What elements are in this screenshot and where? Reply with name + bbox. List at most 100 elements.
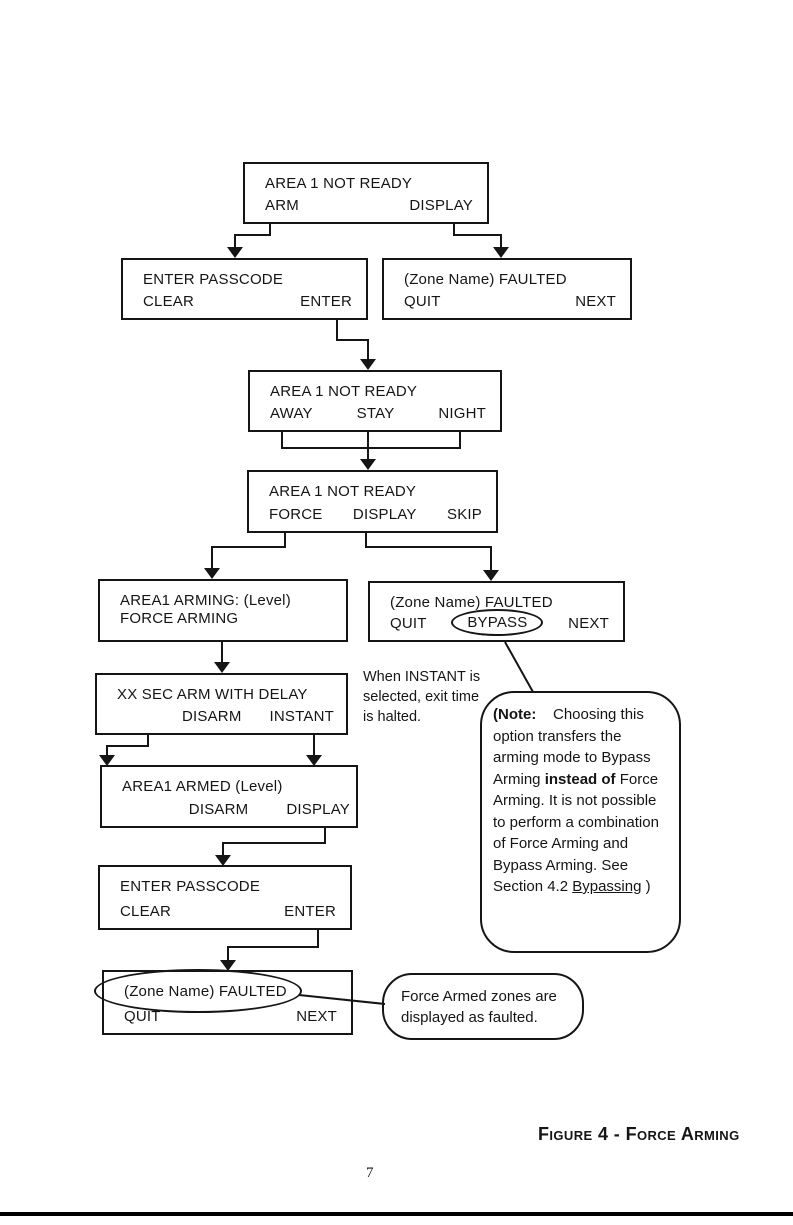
note-label: (Note: — [493, 706, 537, 723]
softkey-row: QUIT NEXT — [124, 1008, 337, 1025]
arrow-down-icon — [360, 359, 376, 370]
softkey-row: QUIT BYPASS NEXT — [390, 609, 609, 636]
softkey-disarm: DISARM — [188, 801, 249, 818]
flow-line — [221, 642, 223, 664]
softkey-force: FORCE — [269, 506, 323, 523]
softkey-row: FORCE DISPLAY SKIP — [269, 506, 482, 523]
arrow-down-icon — [227, 247, 243, 258]
softkey-row: QUIT NEXT — [404, 293, 616, 310]
note-text-2: Force Arming. It is not possible to perf… — [493, 770, 659, 896]
flow-line — [365, 533, 367, 548]
page-bottom-rule — [0, 1212, 793, 1216]
softkey-away: AWAY — [270, 405, 313, 422]
flow-line — [222, 842, 224, 857]
softkey-row: CLEAR ENTER — [143, 293, 352, 310]
lcd-line2: FORCE ARMING — [120, 610, 239, 627]
flow-line — [222, 842, 326, 844]
softkey-enter: ENTER — [284, 903, 336, 920]
flow-line — [324, 828, 326, 844]
flow-line — [367, 339, 369, 361]
display-box-area1-not-ready-force: AREA 1 NOT READY FORCE DISPLAY SKIP — [247, 470, 498, 533]
display-box-zone-faulted-1: (Zone Name) FAULTED QUIT NEXT — [382, 258, 632, 320]
display-box-enter-passcode-1: ENTER PASSCODE CLEAR ENTER — [121, 258, 368, 320]
softkey-night: NIGHT — [438, 405, 486, 422]
arrow-down-icon — [306, 755, 322, 766]
softkey-display: DISPLAY — [352, 506, 417, 523]
leader-line-bypass-to-note — [504, 641, 534, 693]
display-box-area1-armed: AREA1 ARMED (Level) DISARM DISPLAY — [100, 765, 358, 828]
softkey-clear: CLEAR — [143, 293, 195, 310]
softkey-row: DISARM DISPLAY — [122, 801, 350, 818]
bypass-note-bubble: (Note: Choosing this option transfers th… — [480, 691, 681, 953]
softkey-quit: QUIT — [390, 615, 427, 632]
display-box-enter-passcode-2: ENTER PASSCODE CLEAR ENTER — [98, 865, 352, 930]
softkey-display: DISPLAY — [286, 801, 350, 818]
flow-line — [284, 533, 286, 548]
lcd-line: AREA1 ARMED (Level) — [122, 778, 283, 795]
lcd-line: AREA1 ARMING: (Level) — [120, 592, 291, 609]
softkey-row: CLEAR ENTER — [120, 903, 336, 920]
softkey-next: NEXT — [296, 1008, 337, 1025]
softkey-row: AWAY STAY NIGHT — [270, 405, 486, 422]
flow-line — [317, 930, 319, 948]
lcd-line: (Zone Name) FAULTED — [404, 271, 567, 288]
softkey-quit: QUIT — [124, 1008, 161, 1025]
softkey-next: NEXT — [575, 293, 616, 310]
flow-line — [227, 946, 229, 962]
lcd-line: ENTER PASSCODE — [143, 271, 284, 288]
softkey-stay: STAY — [356, 405, 395, 422]
lcd-line: XX SEC ARM WITH DELAY — [117, 686, 308, 703]
flow-line — [106, 745, 108, 757]
softkey-enter: ENTER — [300, 293, 352, 310]
flow-line — [336, 339, 369, 341]
flow-line — [453, 224, 455, 236]
flow-line — [281, 447, 461, 449]
display-box-arm-with-delay: XX SEC ARM WITH DELAY DISARM INSTANT — [95, 673, 348, 735]
softkey-clear: CLEAR — [120, 903, 172, 920]
display-box-area1-arming: AREA1 ARMING: (Level) FORCE ARMING — [98, 579, 348, 642]
flow-line — [490, 546, 492, 571]
arrow-down-icon — [493, 247, 509, 258]
note-link-bypassing: Bypassing — [572, 878, 642, 895]
force-armed-bubble: Force Armed zones are displayed as fault… — [382, 973, 584, 1040]
display-box-area1-not-ready-arm: AREA 1 NOT READY ARM DISPLAY — [243, 162, 489, 224]
lcd-line: (Zone Name) FAULTED — [390, 594, 553, 611]
lcd-line: ENTER PASSCODE — [120, 878, 261, 895]
flow-line — [234, 234, 236, 249]
softkey-disarm: DISARM — [181, 708, 242, 725]
flow-line — [211, 546, 213, 570]
flow-line — [269, 224, 271, 236]
lcd-line: (Zone Name) FAULTED — [124, 983, 287, 1000]
flow-line — [234, 234, 271, 236]
flow-line — [500, 234, 502, 249]
flow-line — [106, 745, 149, 747]
flow-line — [336, 320, 338, 341]
display-box-zone-faulted-2: (Zone Name) FAULTED QUIT NEXT — [94, 969, 353, 1035]
lcd-line: AREA 1 NOT READY — [269, 483, 417, 500]
softkey-arm: ARM — [265, 197, 299, 214]
flow-line — [459, 432, 461, 449]
flow-line — [367, 432, 369, 460]
flow-line — [281, 432, 283, 449]
flow-line — [227, 946, 319, 948]
softkey-quit: QUIT — [404, 293, 441, 310]
softkey-instant: INSTANT — [269, 708, 334, 725]
arrow-down-icon — [204, 568, 220, 579]
note-close: ) — [641, 878, 651, 895]
flow-line — [211, 546, 286, 548]
note-bold-instead-of: instead of — [544, 770, 616, 788]
note-text-1: Choosing this option transfers the armin… — [493, 706, 651, 788]
zone-faulted-ellipse — [94, 969, 302, 1013]
softkey-skip: SKIP — [447, 506, 482, 523]
arrow-down-icon — [215, 855, 231, 866]
instant-note-text: When INSTANT is selected, exit time is h… — [363, 669, 481, 725]
flow-line — [313, 735, 315, 757]
flow-line — [365, 546, 492, 548]
arrow-down-icon — [220, 960, 236, 971]
display-box-area1-not-ready-levels: AREA 1 NOT READY AWAY STAY NIGHT — [248, 370, 502, 432]
display-box-zone-faulted-bypass: (Zone Name) FAULTED QUIT BYPASS NEXT — [368, 581, 625, 642]
lcd-line: AREA 1 NOT READY — [265, 175, 413, 192]
flow-line — [147, 735, 149, 747]
figure-caption: Figure 4 - Force Arming — [538, 1124, 740, 1144]
